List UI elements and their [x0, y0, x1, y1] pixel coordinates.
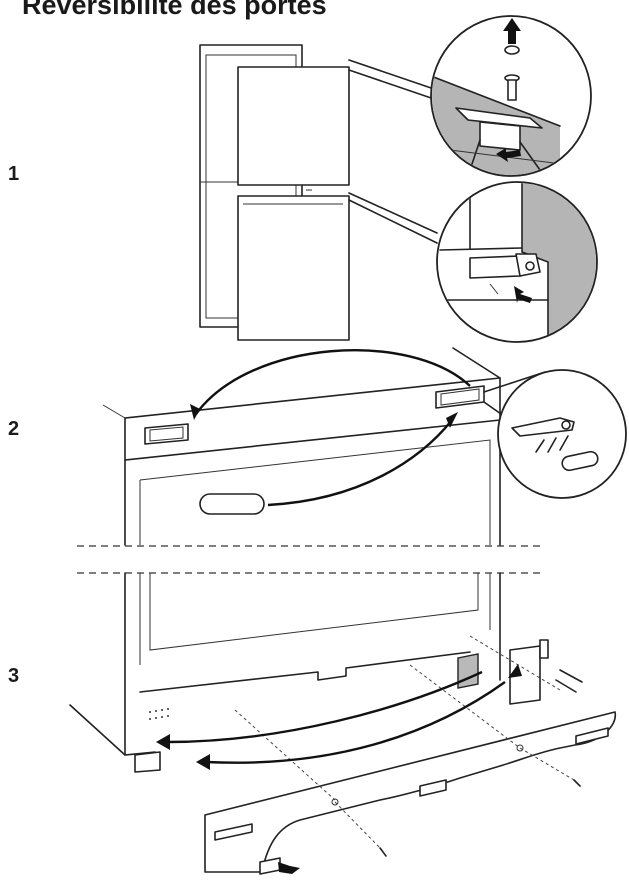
- top-hinge-detail: [430, 15, 592, 177]
- vent-dots: [149, 708, 169, 720]
- handle-screw-detail: [497, 369, 627, 499]
- lower-door: [237, 195, 350, 341]
- fridge-front-illustration: [199, 44, 350, 341]
- door-bottom-illustration: [69, 572, 583, 773]
- bottom-trim-plate: [204, 711, 616, 875]
- step-number-3: 3: [8, 665, 20, 687]
- step-number-1: 1: [8, 163, 20, 185]
- door-top-illustration: [102, 347, 501, 546]
- step-number-2: 2: [8, 418, 20, 440]
- upper-door: [237, 66, 350, 186]
- handle-outline: [199, 493, 265, 515]
- page-title: Réversibilité des portes: [22, 0, 327, 20]
- middle-hinge-detail: [436, 181, 598, 343]
